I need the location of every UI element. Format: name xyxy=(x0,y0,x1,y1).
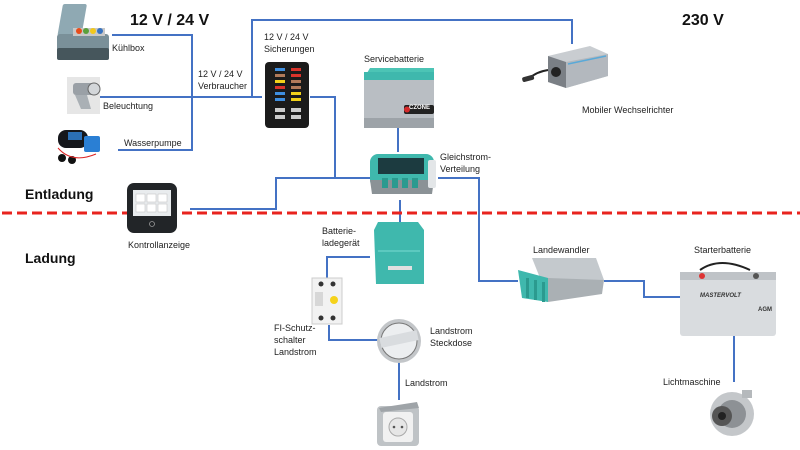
label-fi-schutzschalter: FI-Schutz- schalter Landstrom xyxy=(274,322,317,358)
agm-badge: AGM xyxy=(758,307,772,313)
label-landewandler: Landewandler xyxy=(533,245,590,255)
dc-voltage-heading: 12 V / 24 V xyxy=(130,12,210,29)
shore-power-outlet-image xyxy=(377,402,419,446)
wire-charger-to-fi xyxy=(326,256,370,278)
dc-distribution-image xyxy=(370,154,436,194)
label-batterieladegeraet: Batterie- ladegerät xyxy=(322,225,360,249)
starterbatterie-image xyxy=(680,262,776,336)
section-discharge: Entladung xyxy=(25,186,94,202)
label-ladegeraet-line1: Batterie- xyxy=(322,226,357,236)
alternator-image xyxy=(710,390,754,436)
wire-verbraucher-to-inverter xyxy=(251,19,573,97)
wire-control-display xyxy=(190,177,335,210)
label-kontrollanzeige: Kontrollanzeige xyxy=(128,240,191,250)
label-wasserpumpe: Wasserpumpe xyxy=(124,138,182,148)
label-sicherungen: 12 V / 24 V Sicherungen xyxy=(264,31,315,55)
label-gleichstrom-line2: Verteilung xyxy=(440,164,481,174)
wire-fuse-to-distribution xyxy=(310,96,370,179)
label-wechselrichter: Mobiler Wechselrichter xyxy=(582,105,674,115)
label-gleichstrom-line1: Gleichstrom- xyxy=(440,152,492,162)
kontrollanzeige-image xyxy=(127,183,177,233)
servicebatterie-image xyxy=(364,68,434,128)
label-starterbatterie: Starterbatterie xyxy=(694,245,752,255)
label-kuehlbox: Kühlbox xyxy=(112,43,145,53)
label-steckdose-line2: Steckdose xyxy=(430,338,473,348)
label-verbraucher-line1: 12 V / 24 V xyxy=(198,69,243,79)
wechselrichter-image xyxy=(522,46,608,88)
label-beleuchtung: Beleuchtung xyxy=(103,101,154,111)
wasserpumpe-image xyxy=(57,130,100,164)
label-sicherungen-line2: Sicherungen xyxy=(264,44,315,54)
wire-distribution-to-landewandler xyxy=(438,177,518,282)
czone-badge: CZONE xyxy=(409,105,430,111)
label-gleichstrom-verteilung: Gleichstrom- Verteilung xyxy=(440,151,491,175)
landewandler-image xyxy=(518,258,604,302)
beleuchtung-image xyxy=(67,77,101,114)
label-ladegeraet-line2: ladegerät xyxy=(322,238,360,248)
label-landstrom: Landstrom xyxy=(405,378,448,388)
label-fi-line3: Landstrom xyxy=(274,347,317,357)
wire-landewandler-to-starter xyxy=(604,280,682,298)
label-fi-line2: schalter xyxy=(274,335,306,345)
label-servicebatterie: Servicebatterie xyxy=(364,54,425,64)
wire-fi-to-steckdose xyxy=(328,325,378,341)
label-verbraucher: 12 V / 24 V Verbraucher xyxy=(198,68,247,92)
mastervolt-brand: MASTERVOLT xyxy=(700,293,741,299)
wire-kuehlbox xyxy=(112,34,193,151)
label-lichtmaschine: Lichtmaschine xyxy=(663,377,721,387)
shore-socket-image xyxy=(377,319,421,363)
ac-voltage-heading: 230 V xyxy=(682,12,724,29)
wires xyxy=(98,19,735,400)
label-verbraucher-line2: Verbraucher xyxy=(198,81,248,91)
section-charge: Ladung xyxy=(25,250,76,266)
label-sicherungen-line1: 12 V / 24 V xyxy=(264,32,309,42)
label-fi-line1: FI-Schutz- xyxy=(274,323,316,333)
battery-charger-image xyxy=(374,222,424,284)
kuehlbox-image xyxy=(57,4,109,60)
fuse-box-image xyxy=(265,62,309,128)
fi-switch-image xyxy=(311,277,343,325)
label-landstrom-steckdose: Landstrom Steckdose xyxy=(430,325,473,349)
label-steckdose-line1: Landstrom xyxy=(430,326,473,336)
